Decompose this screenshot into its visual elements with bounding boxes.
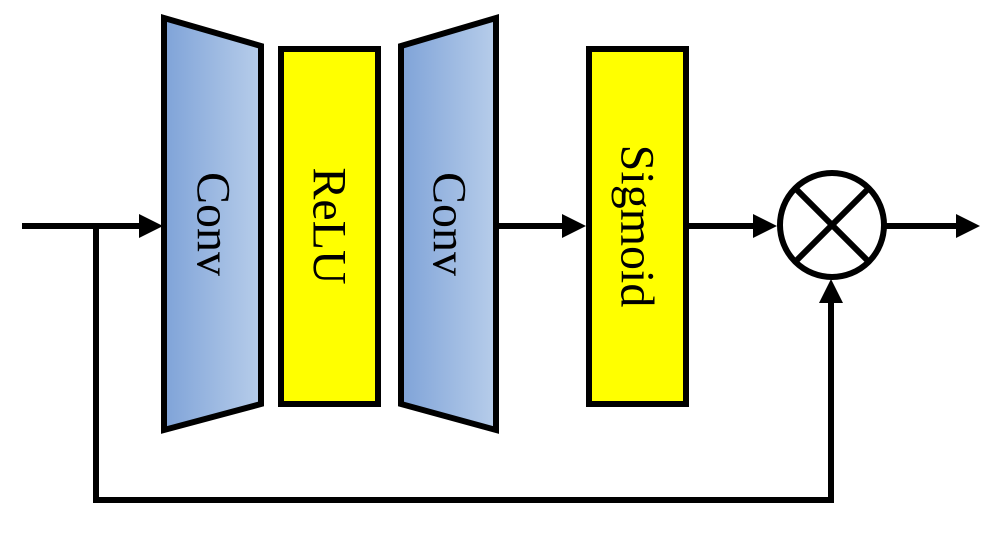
conv-block-2: Conv bbox=[398, 13, 499, 434]
arrow-conv-to-sigmoid bbox=[496, 214, 586, 238]
conv-block-2-label: Conv bbox=[423, 172, 476, 276]
relu-block: ReLU bbox=[278, 46, 381, 407]
skip-connection bbox=[93, 226, 843, 503]
conv-block-1-label: Conv bbox=[187, 172, 240, 276]
arrow-sigmoid-to-multiply bbox=[686, 214, 777, 238]
multiply-icon bbox=[777, 170, 887, 280]
relu-block-label: ReLU bbox=[303, 167, 356, 284]
conv-block-1: Conv bbox=[161, 14, 264, 434]
input-arrow bbox=[22, 214, 163, 238]
sigmoid-block: Sigmoid bbox=[586, 46, 689, 407]
output-arrow bbox=[884, 214, 980, 238]
sigmoid-block-label: Sigmoid bbox=[611, 145, 664, 308]
